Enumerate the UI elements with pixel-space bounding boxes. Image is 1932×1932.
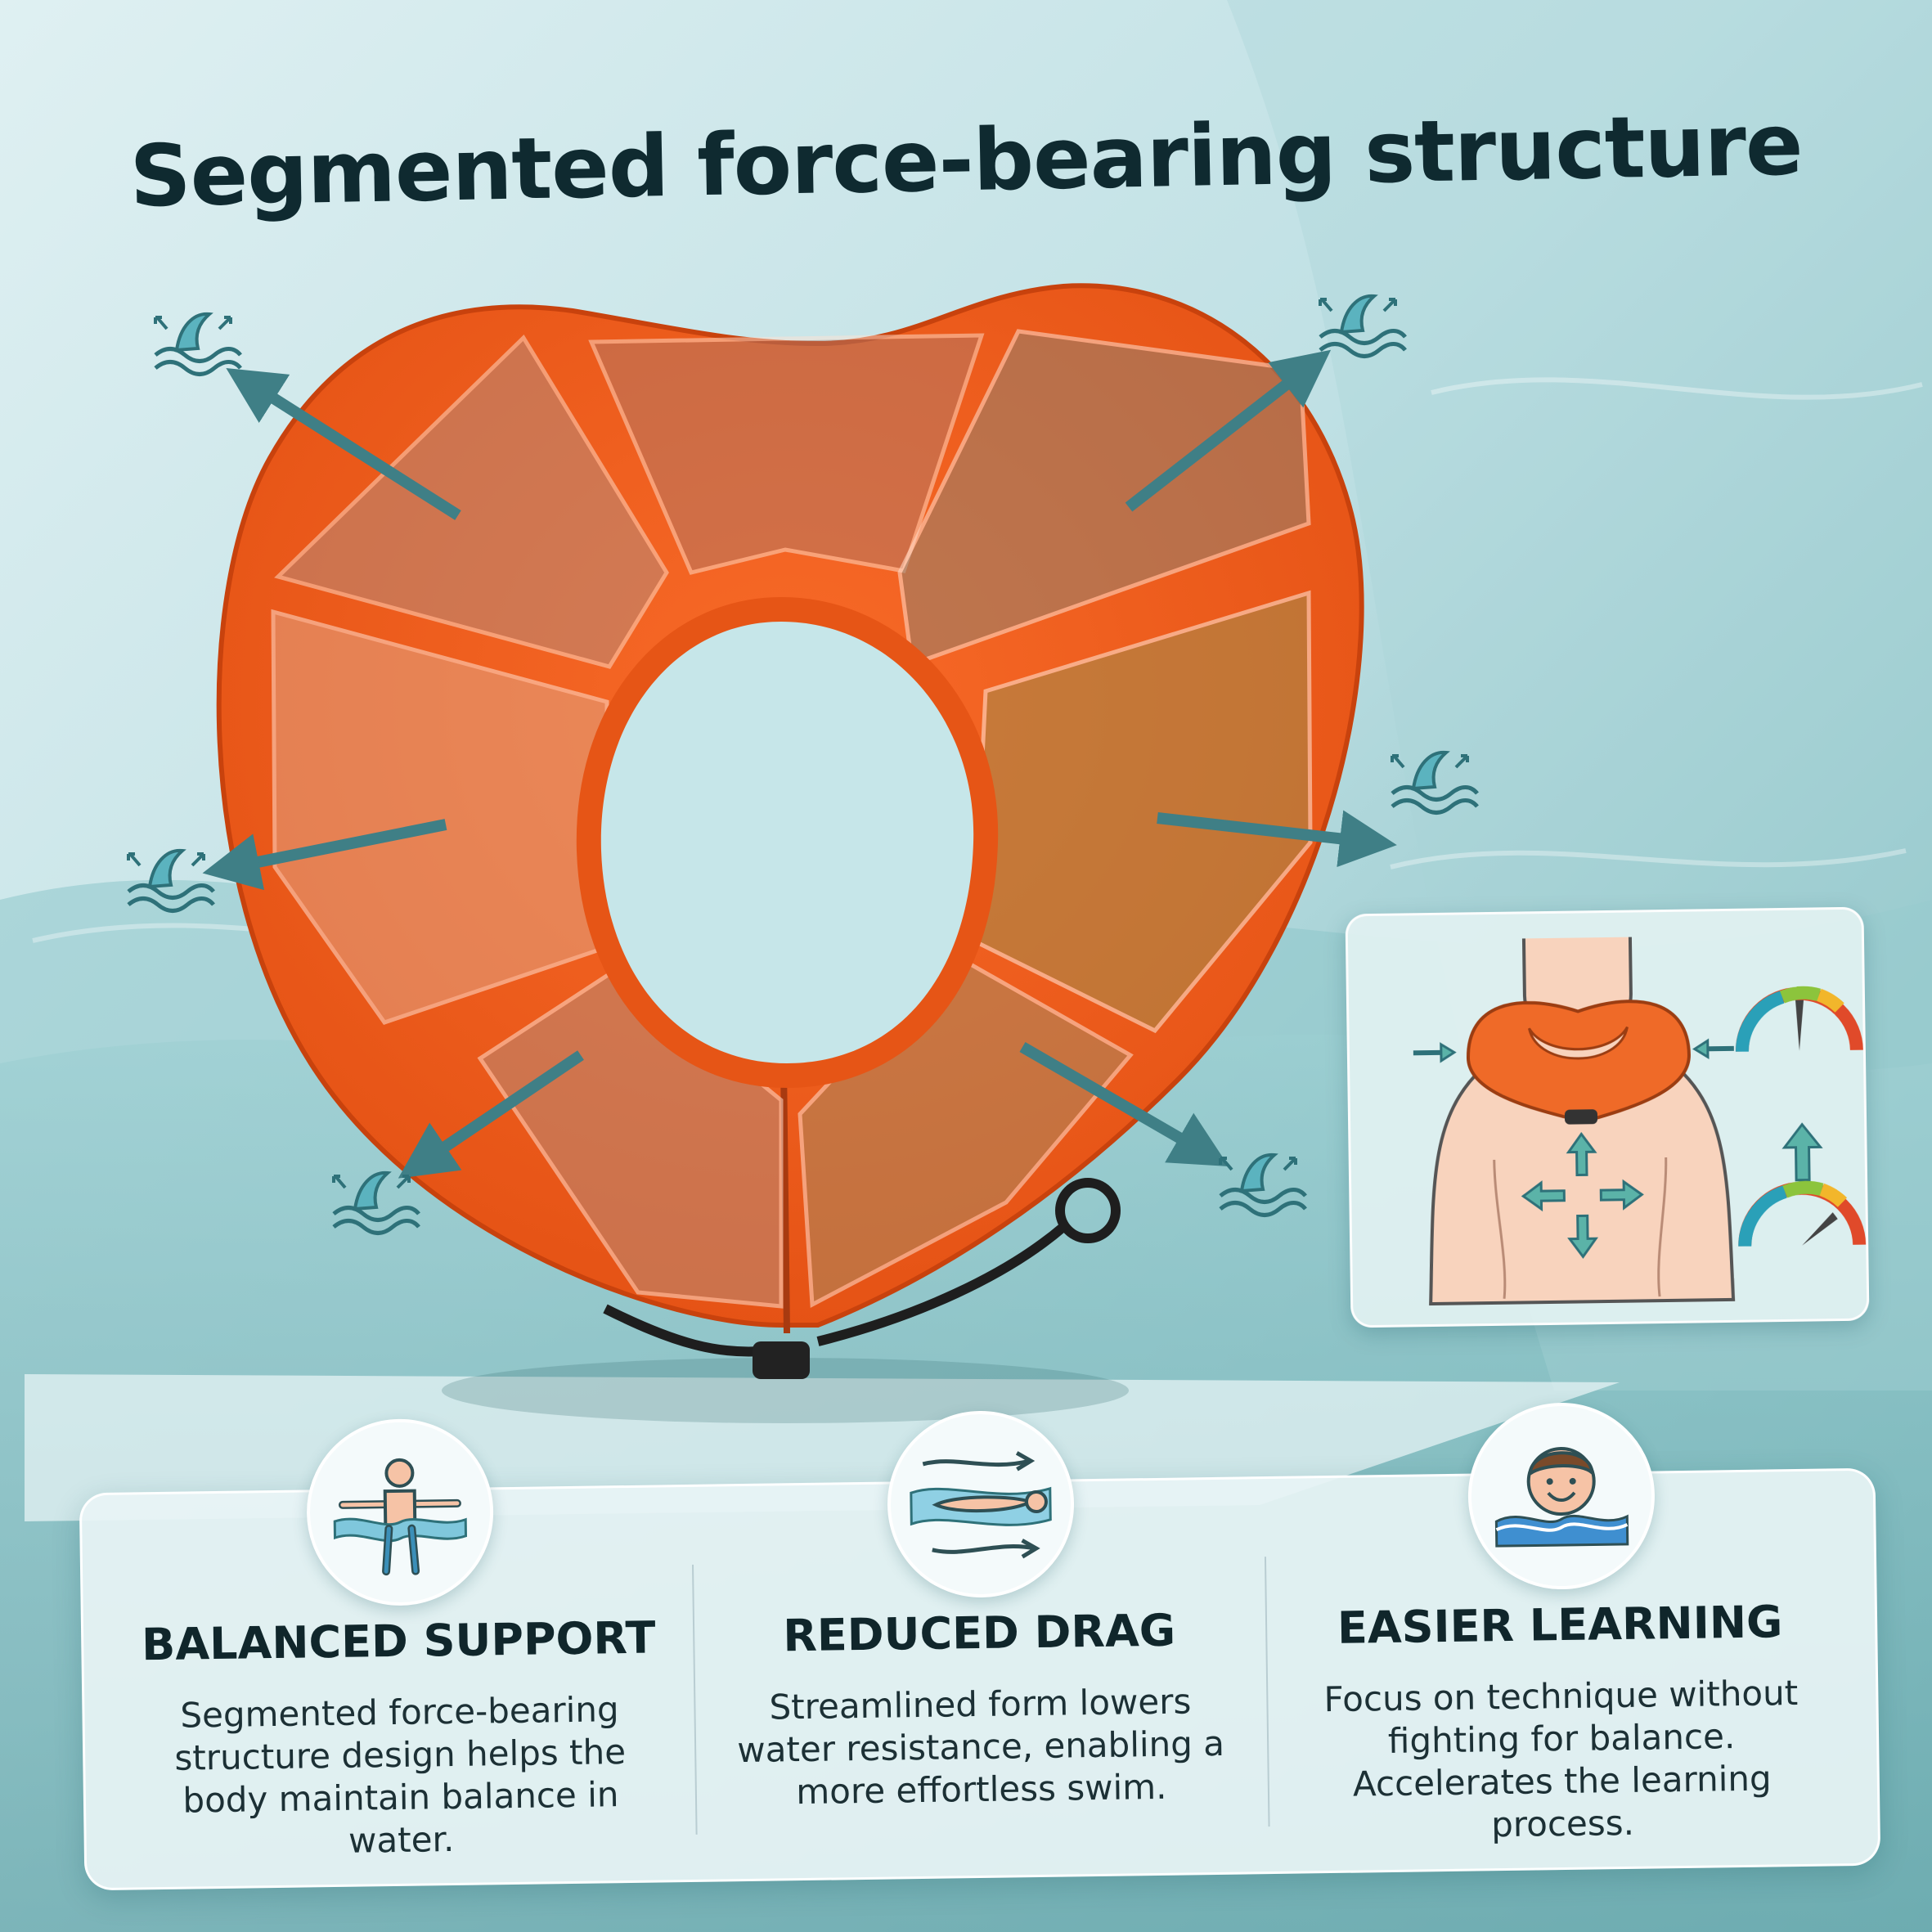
feature-description: Focus on technique without fighting for … bbox=[1323, 1673, 1799, 1845]
features-panel: BALANCED SUPPORT Segmented force-bearing… bbox=[79, 1401, 1881, 1891]
outward-arrow-icon bbox=[1019, 1041, 1229, 1167]
wave-splash-icon bbox=[334, 1173, 419, 1233]
outward-arrow-icon bbox=[1157, 810, 1397, 868]
feature-easier-learning: EASIER LEARNING Focus on technique witho… bbox=[1280, 1401, 1842, 1871]
outward-arrow-icon bbox=[202, 819, 447, 891]
gauge-icon bbox=[1735, 986, 1863, 1053]
outward-arrow-icon bbox=[226, 367, 461, 520]
happy-child-swimming-icon bbox=[1467, 1401, 1656, 1591]
gauge-icon bbox=[1738, 1180, 1867, 1247]
feature-balanced-support: BALANCED SUPPORT Segmented force-bearing… bbox=[119, 1418, 681, 1887]
feature-description: Streamlined form lowers water resistance… bbox=[737, 1681, 1225, 1813]
feature-heading: BALANCED SUPPORT bbox=[141, 1611, 656, 1671]
outward-arrow-icon bbox=[1125, 349, 1332, 512]
divider bbox=[1264, 1557, 1270, 1827]
torso-diagram bbox=[1413, 937, 1867, 1306]
feature-heading: REDUCED DRAG bbox=[782, 1604, 1176, 1662]
streamlined-swimmer-icon bbox=[886, 1409, 1076, 1599]
usage-diagram-card bbox=[1345, 906, 1870, 1328]
wave-splash-icon bbox=[1220, 1155, 1305, 1215]
wave-splash-icon bbox=[155, 314, 240, 375]
feature-description: Segmented force-bearing structure design… bbox=[174, 1689, 627, 1861]
outward-arrow-icon bbox=[398, 1050, 584, 1179]
feature-heading: EASIER LEARNING bbox=[1337, 1596, 1783, 1654]
wave-splash-icon bbox=[1392, 753, 1477, 813]
wave-splash-icon bbox=[1320, 296, 1405, 357]
divider bbox=[692, 1564, 698, 1835]
wave-splash-icon bbox=[128, 851, 213, 911]
floating-person-icon bbox=[305, 1418, 495, 1607]
feature-reduced-drag: REDUCED DRAG Streamlined form lowers wat… bbox=[699, 1409, 1261, 1879]
